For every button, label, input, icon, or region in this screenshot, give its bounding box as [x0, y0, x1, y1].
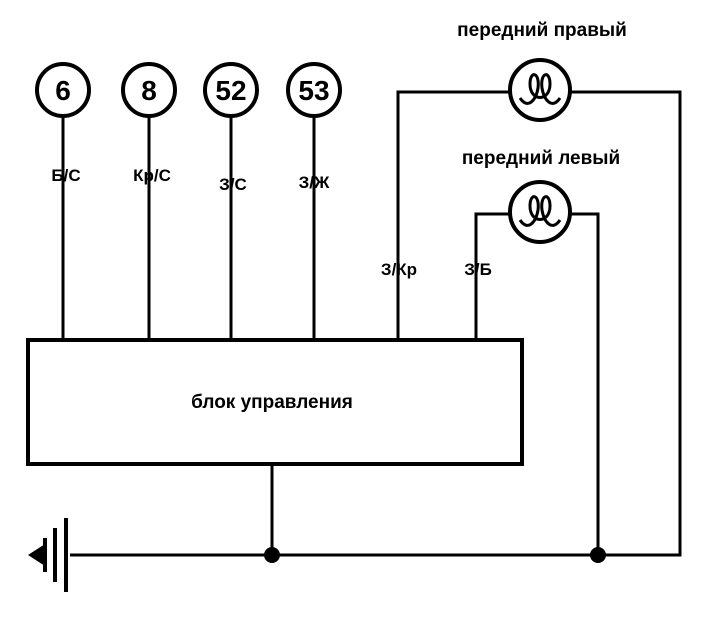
front-right-lamp: передний правый З/Кр [381, 20, 682, 557]
front-right-lamp-bulb [508, 58, 572, 122]
front-left-lamp-bulb [508, 180, 572, 244]
front-right-lamp-label: передний правый [457, 20, 627, 41]
connector-52-wire-label: З/С [219, 175, 247, 194]
control-unit-label: блок управления [191, 392, 353, 413]
front-right-lamp-filament-icon [518, 73, 562, 105]
connector-53: 53 З/Ж [286, 62, 342, 340]
connector-6: 6 Б/С [35, 62, 91, 340]
connector-8-circle [121, 62, 177, 118]
front-left-lamp-label: передний левый [462, 148, 620, 169]
connector-8: 8 Кр/С [121, 62, 177, 340]
front-left-lamp-wire-label: З/Б [464, 260, 492, 279]
ground-node-right [590, 547, 606, 563]
control-unit-box [26, 338, 524, 466]
front-left-lamp: передний левый З/Б [462, 148, 620, 555]
connector-53-circle [286, 62, 342, 118]
connector-8-number: 8 [141, 75, 157, 106]
connector-6-circle [35, 62, 91, 118]
wire-front-right-lamp [396, 90, 682, 557]
connector-6-number: 6 [55, 75, 71, 106]
ground-icon [28, 518, 68, 592]
front-left-lamp-filament-icon [518, 195, 562, 227]
ground-node-left [264, 547, 280, 563]
front-right-lamp-wire-label: З/Кр [381, 260, 417, 279]
connector-53-number: 53 [298, 75, 329, 106]
connector-52-circle [203, 62, 259, 118]
control-unit: блок управления [26, 338, 524, 466]
connector-53-wire-label: З/Ж [299, 173, 330, 192]
ground-bus [70, 464, 606, 563]
connector-52: 52 З/С [203, 62, 259, 340]
connector-52-number: 52 [215, 75, 246, 106]
connector-6-wire-label: Б/С [51, 166, 80, 185]
connector-8-wire-label: Кр/С [133, 166, 171, 185]
